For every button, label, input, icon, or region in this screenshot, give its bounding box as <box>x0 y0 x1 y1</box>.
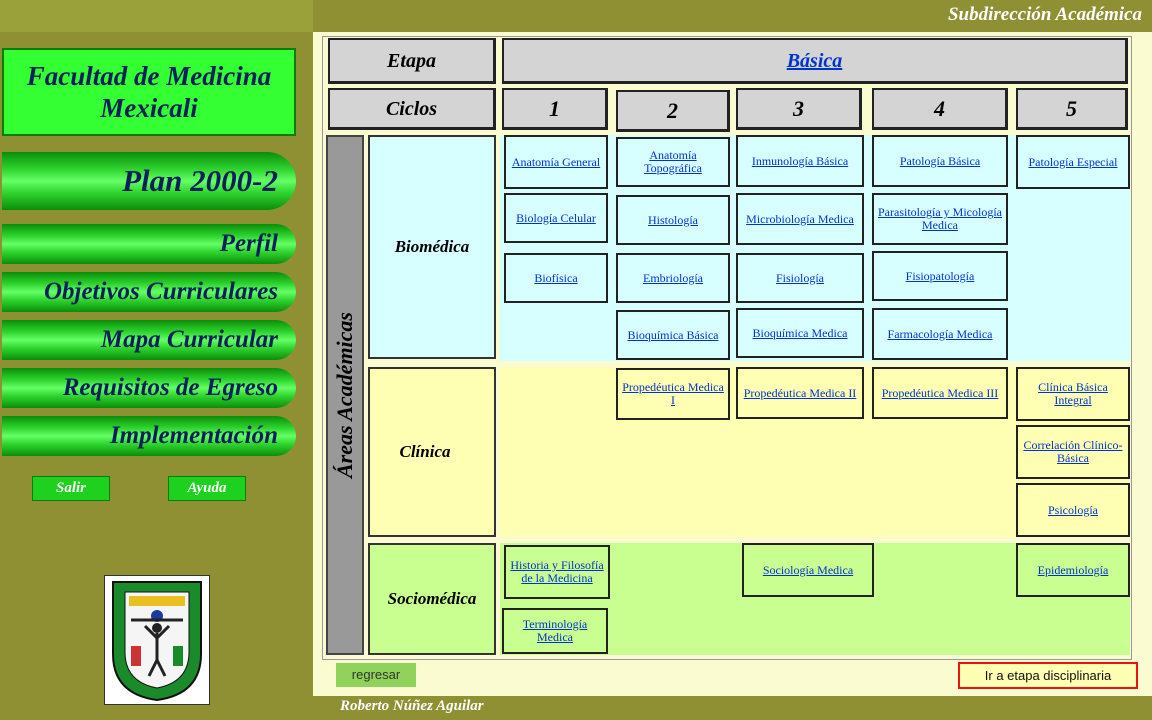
course-inmunologia-basica[interactable]: Inmunología Básica <box>736 135 864 187</box>
course-anatomia-topografica[interactable]: Anatomía Topográfica <box>616 137 730 187</box>
faculty-campus: Mexicali <box>100 93 198 123</box>
etapa-basica-link[interactable]: Básica <box>502 38 1128 84</box>
areas-academicas-bar <box>326 135 364 655</box>
course-correlacion-clinico-basica[interactable]: Correlación Clínico-Básica <box>1016 425 1130 479</box>
areas-academicas-label: Áreas Académicas <box>332 312 357 478</box>
regresar-button[interactable]: regresar <box>336 663 416 687</box>
course-bioquimica-medica[interactable]: Bioquímica Medica <box>736 308 864 358</box>
cycle-5-header: 5 <box>1016 88 1128 130</box>
course-biofisica[interactable]: Biofísica <box>504 253 608 303</box>
panel-outline <box>322 36 1132 660</box>
course-patologia-basica[interactable]: Patología Básica <box>872 135 1008 187</box>
course-propedeutica-1[interactable]: Propedéutica Medica I <box>616 368 730 420</box>
course-epidemiologia[interactable]: Epidemiología <box>1016 543 1130 597</box>
nav-objetivos-button[interactable]: Objetivos Curriculares <box>2 272 296 312</box>
nav-plan-button[interactable]: Plan 2000-2 <box>2 152 296 210</box>
nav-requisitos-button[interactable]: Requisitos de Egreso <box>2 368 296 408</box>
area-biomedica: Biomédica <box>368 135 496 359</box>
cycle-2-header: 2 <box>616 90 730 132</box>
area-clinica-label: Clínica <box>399 442 451 461</box>
course-patologia-especial[interactable]: Patología Especial <box>1016 135 1130 189</box>
course-microbiologia-medica[interactable]: Microbiología Medica <box>736 193 864 245</box>
ayuda-button[interactable]: Ayuda <box>168 476 246 501</box>
course-bioquimica-basica[interactable]: Bioquímica Básica <box>616 310 730 360</box>
nav-implementacion-button[interactable]: Implementación <box>2 416 296 456</box>
course-sociologia-medica[interactable]: Sociología Medica <box>742 543 874 597</box>
course-clinica-basica-integral[interactable]: Clínica Básica Integral <box>1016 367 1130 421</box>
author-credit: Roberto Núñez Aguilar <box>340 698 484 714</box>
nav-mapa-button[interactable]: Mapa Curricular <box>2 320 296 360</box>
cycle-3-header: 3 <box>736 88 862 130</box>
area-biomedica-label: Biomédica <box>394 237 470 256</box>
areas-academicas-label-wrap: Áreas Académicas <box>326 135 364 655</box>
area-sociomedica: Sociomédica <box>368 543 496 655</box>
faculty-title-box: Facultad de Medicina Mexicali <box>2 48 296 136</box>
header-title: Subdirección Académica <box>947 4 1142 25</box>
area-sociomedica-label: Sociomédica <box>387 589 477 608</box>
area-clinica: Clínica <box>368 367 496 537</box>
course-farmacologia-medica[interactable]: Farmacología Medica <box>872 308 1008 360</box>
etapa-label: Etapa <box>328 38 496 84</box>
cycle-4-header: 4 <box>872 88 1008 130</box>
top-bar-accent <box>0 0 313 32</box>
course-histologia[interactable]: Histología <box>616 195 730 245</box>
course-parasitologia-micologia[interactable]: Parasitología y Micología Medica <box>872 193 1008 245</box>
ciclos-label: Ciclos <box>328 88 496 130</box>
course-embriologia[interactable]: Embriología <box>616 253 730 303</box>
course-anatomia-general[interactable]: Anatomía General <box>504 135 608 189</box>
course-fisiopatologia[interactable]: Fisiopatología <box>872 251 1008 301</box>
course-fisiologia[interactable]: Fisiología <box>736 253 864 303</box>
course-propedeutica-3[interactable]: Propedéutica Medica III <box>872 367 1008 419</box>
course-terminologia-medica[interactable]: Terminología Medica <box>502 608 608 654</box>
ir-etapa-disciplinaria-button[interactable]: Ir a etapa disciplinaria <box>958 662 1138 689</box>
nav-perfil-button[interactable]: Perfil <box>2 224 296 264</box>
course-psicologia[interactable]: Psicología <box>1016 483 1130 537</box>
course-biologia-celular[interactable]: Biología Celular <box>504 193 608 243</box>
cycle-1-header: 1 <box>502 88 608 130</box>
course-propedeutica-2[interactable]: Propedéutica Medica II <box>736 367 864 419</box>
university-seal-logo <box>104 575 210 705</box>
salir-button[interactable]: Salir <box>32 476 110 501</box>
faculty-name: Facultad de Medicina <box>26 61 272 91</box>
course-historia-filosofia[interactable]: Historia y Filosofía de la Medicina <box>504 545 610 599</box>
